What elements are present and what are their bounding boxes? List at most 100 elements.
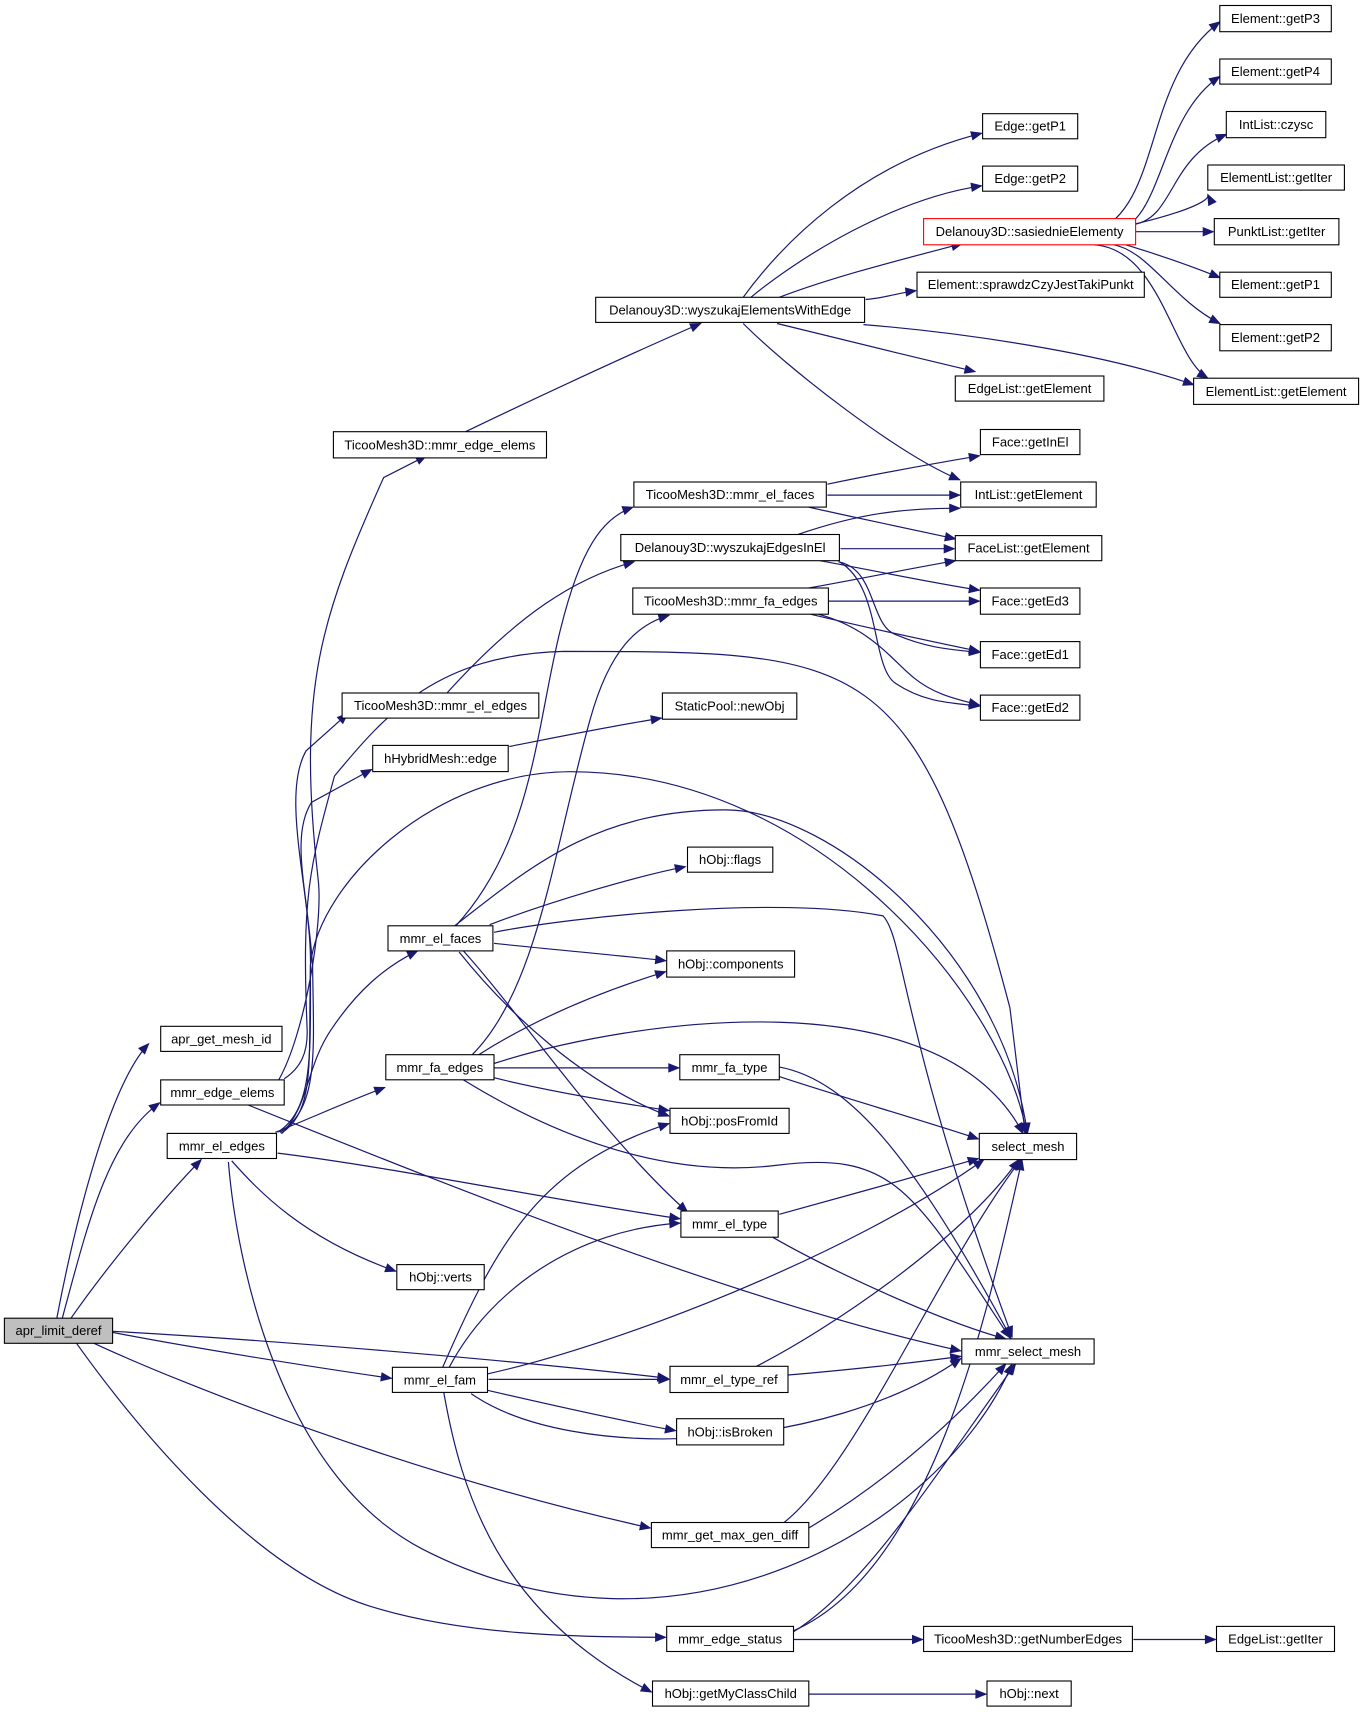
node-Delanouy_sasiednieElementy[interactable]: Delanouy3D::sasiednieElementy	[923, 218, 1137, 246]
node-box[interactable]	[396, 1264, 485, 1291]
node-box[interactable]	[341, 692, 540, 719]
node-box[interactable]	[650, 1521, 810, 1549]
node-box[interactable]	[979, 587, 1081, 615]
node-box[interactable]	[1213, 218, 1340, 246]
node-box[interactable]	[1225, 110, 1327, 139]
node-box[interactable]	[166, 1132, 278, 1160]
node-box[interactable]	[620, 533, 840, 562]
node-apr_get_mesh_id[interactable]: apr_get_mesh_id	[160, 1025, 283, 1052]
node-box[interactable]	[1219, 324, 1332, 352]
node-ElementList_getElement[interactable]: ElementList::getElement	[1193, 377, 1360, 405]
node-box[interactable]	[160, 1025, 283, 1052]
node-Element_getP3[interactable]: Element::getP3	[1219, 4, 1332, 33]
node-box[interactable]	[961, 1338, 1095, 1365]
node-box[interactable]	[1215, 1625, 1336, 1653]
node-Face_getEd3[interactable]: Face::getEd3	[979, 587, 1081, 615]
node-hObj_next[interactable]: hObj::next	[986, 1680, 1072, 1707]
node-Face_getEd1[interactable]: Face::getEd1	[979, 641, 1081, 669]
node-box[interactable]	[632, 587, 829, 615]
node-select_mesh[interactable]: select_mesh	[978, 1132, 1078, 1161]
node-EdgeList_getIter[interactable]: EdgeList::getIter	[1215, 1625, 1336, 1653]
node-box[interactable]	[669, 1107, 790, 1134]
node-Ticoo_mmr_el_edges[interactable]: TicooMesh3D::mmr_el_edges	[341, 692, 540, 719]
node-box[interactable]	[1193, 377, 1360, 405]
node-box[interactable]	[385, 1054, 495, 1081]
node-Element_getP4[interactable]: Element::getP4	[1219, 58, 1332, 85]
node-apr_limit_deref[interactable]: apr_limit_deref	[3, 1317, 114, 1344]
node-Ticoo_getNumberEdges[interactable]: TicooMesh3D::getNumberEdges	[923, 1625, 1133, 1653]
node-box[interactable]	[651, 1680, 810, 1707]
node-box[interactable]	[686, 846, 774, 873]
node-IntList_getElement[interactable]: IntList::getElement	[960, 481, 1097, 508]
node-box[interactable]	[387, 925, 494, 952]
node-box[interactable]	[923, 218, 1137, 246]
node-box[interactable]	[3, 1317, 114, 1344]
node-mmr_get_max_gen_diff[interactable]: mmr_get_max_gen_diff	[650, 1521, 810, 1549]
node-Ticoo_mmr_el_faces[interactable]: TicooMesh3D::mmr_el_faces	[633, 481, 827, 508]
node-box[interactable]	[679, 1054, 780, 1081]
node-mmr_edge_status[interactable]: mmr_edge_status	[666, 1625, 795, 1653]
node-box[interactable]	[1219, 58, 1332, 85]
node-hObj_verts[interactable]: hObj::verts	[396, 1264, 485, 1291]
node-hObj_isBroken[interactable]: hObj::isBroken	[676, 1418, 785, 1446]
node-box[interactable]	[160, 1079, 285, 1106]
node-Ticoo_mmr_fa_edges[interactable]: TicooMesh3D::mmr_fa_edges	[632, 587, 829, 615]
node-box[interactable]	[954, 375, 1105, 402]
node-box[interactable]	[982, 165, 1079, 192]
node-box[interactable]	[979, 694, 1081, 721]
node-PunktList_getIter[interactable]: PunktList::getIter	[1213, 218, 1340, 246]
node-hObj_posFromId[interactable]: hObj::posFromId	[669, 1107, 790, 1134]
node-box[interactable]	[979, 428, 1081, 456]
node-box[interactable]	[332, 431, 548, 459]
node-mmr_el_type_ref[interactable]: mmr_el_type_ref	[669, 1365, 789, 1394]
node-box[interactable]	[982, 113, 1079, 140]
node-box[interactable]	[391, 1366, 489, 1393]
node-ElementList_getIter[interactable]: ElementList::getIter	[1207, 164, 1345, 191]
node-Face_getInEl[interactable]: Face::getInEl	[979, 428, 1081, 456]
node-hObj_getMyClassChild[interactable]: hObj::getMyClassChild	[651, 1680, 810, 1707]
node-box[interactable]	[372, 744, 509, 773]
node-box[interactable]	[661, 692, 798, 720]
node-StaticPool_newObj[interactable]: StaticPool::newObj	[661, 692, 798, 720]
node-hObj_components[interactable]: hObj::components	[666, 950, 796, 978]
node-box[interactable]	[960, 481, 1097, 508]
node-Edge_getP2[interactable]: Edge::getP2	[982, 165, 1079, 192]
node-box[interactable]	[1207, 164, 1345, 191]
node-box[interactable]	[680, 1210, 779, 1238]
node-box[interactable]	[978, 1132, 1078, 1161]
node-Ticoo_mmr_edge_elems[interactable]: TicooMesh3D::mmr_edge_elems	[332, 431, 548, 459]
node-Edge_getP1[interactable]: Edge::getP1	[982, 113, 1079, 140]
node-mmr_select_mesh[interactable]: mmr_select_mesh	[961, 1338, 1095, 1365]
node-hObj_flags[interactable]: hObj::flags	[686, 846, 774, 873]
node-mmr_fa_edges[interactable]: mmr_fa_edges	[385, 1054, 495, 1081]
node-box[interactable]	[979, 641, 1081, 669]
node-Delanouy_wyszukajElementsWithEdge[interactable]: Delanouy3D::wyszukajElementsWithEdge	[595, 296, 866, 323]
node-mmr_fa_type[interactable]: mmr_fa_type	[679, 1054, 780, 1081]
node-FaceList_getElement[interactable]: FaceList::getElement	[954, 535, 1103, 562]
node-box[interactable]	[676, 1418, 785, 1446]
node-Element_getP2[interactable]: Element::getP2	[1219, 324, 1332, 352]
node-IntList_czysc[interactable]: IntList::czysc	[1225, 110, 1327, 139]
node-box[interactable]	[666, 950, 796, 978]
node-Face_getEd2[interactable]: Face::getEd2	[979, 694, 1081, 721]
node-mmr_el_edges[interactable]: mmr_el_edges	[166, 1132, 278, 1160]
node-box[interactable]	[669, 1365, 789, 1394]
node-box[interactable]	[1219, 4, 1332, 33]
node-mmr_el_faces[interactable]: mmr_el_faces	[387, 925, 494, 952]
node-box[interactable]	[916, 271, 1145, 298]
node-box[interactable]	[954, 535, 1103, 562]
node-box[interactable]	[923, 1625, 1133, 1653]
node-Element_getP1[interactable]: Element::getP1	[1219, 271, 1332, 298]
node-Element_sprawdzCzyJestTakiPunkt[interactable]: Element::sprawdzCzyJestTakiPunkt	[916, 271, 1145, 298]
node-mmr_el_type[interactable]: mmr_el_type	[680, 1210, 779, 1238]
node-Delanouy_wyszukajEdgesInEl[interactable]: Delanouy3D::wyszukajEdgesInEl	[620, 533, 840, 562]
node-box[interactable]	[666, 1625, 795, 1653]
node-mmr_el_fam[interactable]: mmr_el_fam	[391, 1366, 489, 1393]
node-mmr_edge_elems[interactable]: mmr_edge_elems	[160, 1079, 285, 1106]
node-box[interactable]	[986, 1680, 1072, 1707]
node-box[interactable]	[1219, 271, 1332, 298]
node-box[interactable]	[633, 481, 827, 508]
node-box[interactable]	[595, 296, 866, 323]
node-EdgeList_getElement[interactable]: EdgeList::getElement	[954, 375, 1105, 402]
node-hHybridMesh_edge[interactable]: hHybridMesh::edge	[372, 744, 509, 773]
